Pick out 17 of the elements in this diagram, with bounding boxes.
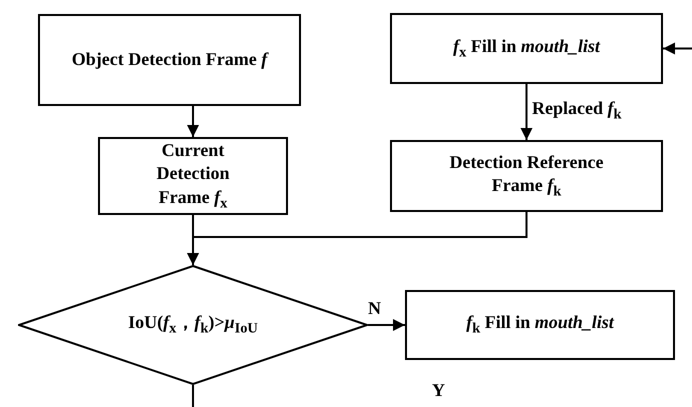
process-box (38, 14, 301, 106)
arrow (520, 84, 532, 140)
process-box (390, 140, 663, 212)
process-box (390, 13, 663, 84)
node-text: f$_{k}$ Fill in mouth_list (465, 311, 616, 339)
node-text: Current Detection Frame f$_{x}$ (156, 138, 230, 214)
arrow (663, 42, 692, 54)
node-text: f$_{x}$ Fill in mouth_list (452, 34, 602, 62)
node-text: Object Detection Frame f (70, 48, 270, 72)
process-box (98, 137, 288, 215)
decision-diamond (18, 265, 368, 385)
arrow (187, 106, 199, 137)
node-text: IoU(f$_{x}$，f$_{k}$)>μ$_{IoU}$ (127, 311, 259, 339)
arrow (187, 212, 528, 265)
node-text: Detection Reference Frame f$_{k}$ (448, 150, 605, 202)
arrow (368, 319, 405, 331)
process-box (405, 290, 675, 360)
